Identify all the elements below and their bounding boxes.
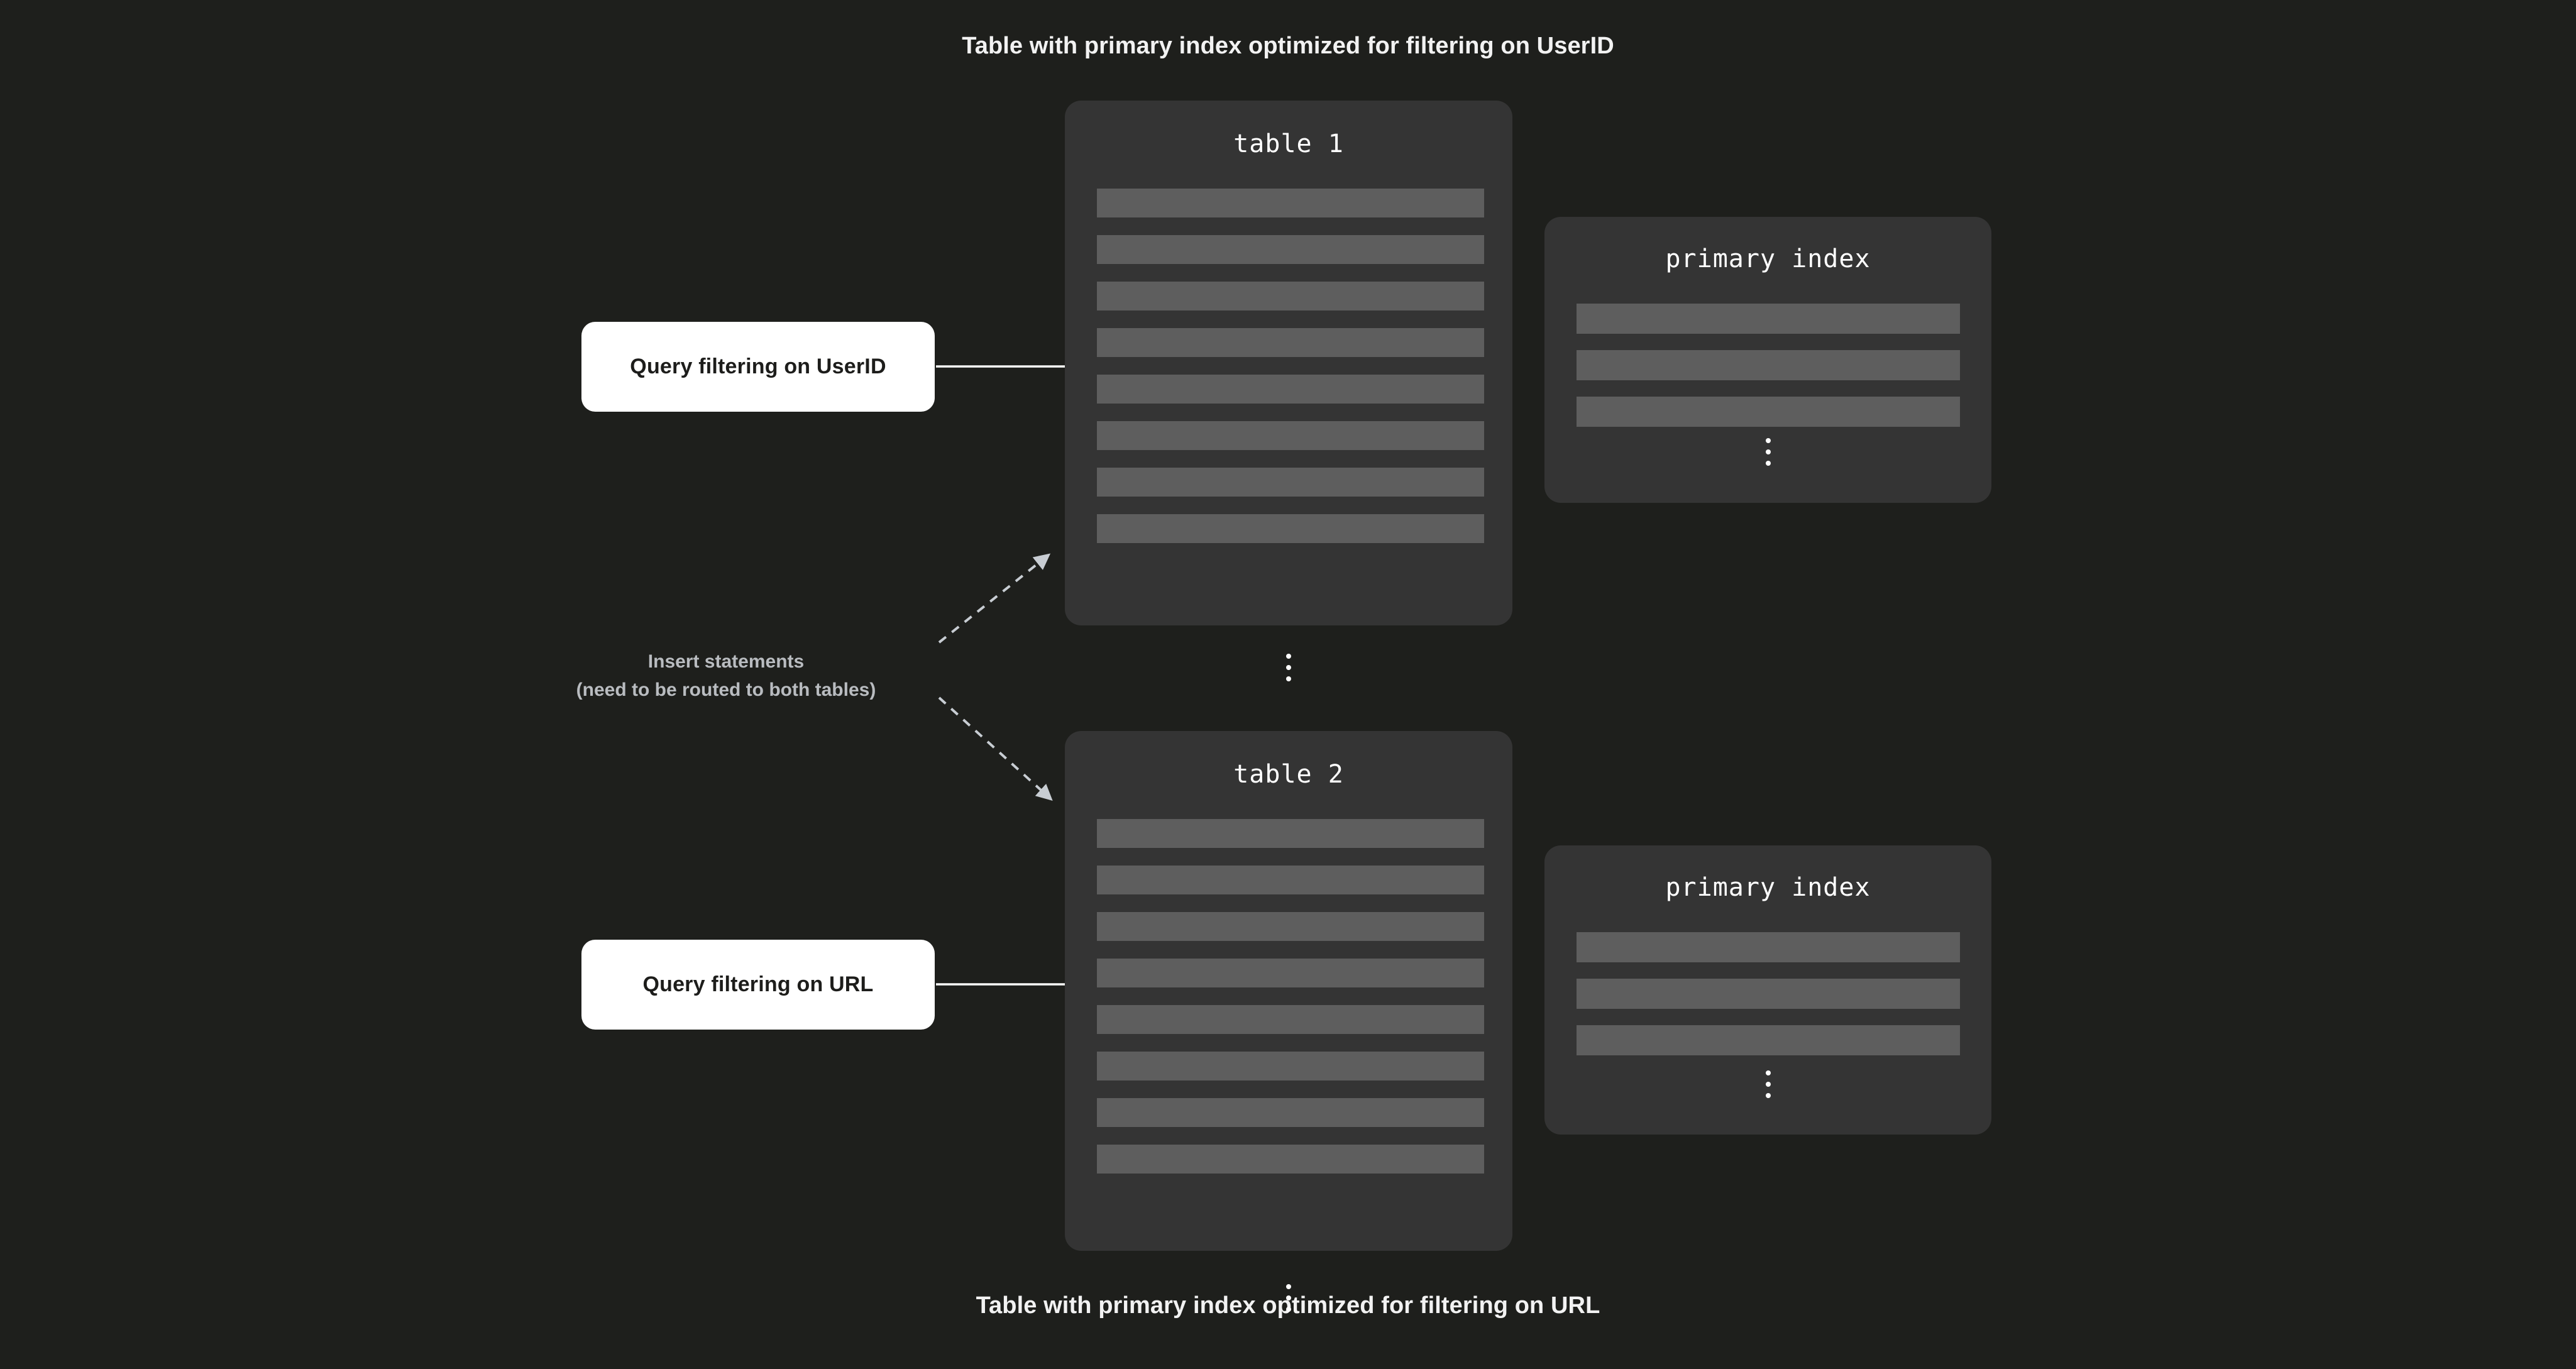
insert-statements-note: Insert statements (need to be routed to … xyxy=(531,647,921,704)
table-row xyxy=(1097,866,1484,894)
table-row xyxy=(1097,421,1484,450)
table-row xyxy=(1097,959,1484,987)
index-row xyxy=(1577,350,1960,380)
primary-index-1-rows xyxy=(1577,304,1960,427)
index-row xyxy=(1577,979,1960,1009)
table-row xyxy=(1097,1052,1484,1080)
table-row xyxy=(1097,282,1484,311)
table-card-2[interactable]: table 2 xyxy=(1065,731,1512,1312)
table-row xyxy=(1097,514,1484,543)
table-row xyxy=(1097,189,1484,217)
vertical-ellipsis-icon xyxy=(1065,654,1512,681)
arrow-insert-to-table-2 xyxy=(938,696,1053,801)
vertical-ellipsis-icon xyxy=(1544,438,1991,466)
index-row xyxy=(1577,932,1960,962)
primary-index-2-rows xyxy=(1577,932,1960,1055)
primary-index-card-1[interactable]: primary index xyxy=(1544,217,1991,503)
table-row xyxy=(1097,375,1484,404)
table-2-title: table 2 xyxy=(1233,760,1344,789)
index-row xyxy=(1577,1025,1960,1055)
table-1-rows xyxy=(1097,189,1484,543)
arrow-insert-to-table-1 xyxy=(938,553,1051,644)
table-row xyxy=(1097,468,1484,497)
insert-note-line-2: (need to be routed to both tables) xyxy=(576,679,876,700)
query-box-url[interactable]: Query filtering on URL xyxy=(581,940,935,1030)
query-box-userid-label: Query filtering on UserID xyxy=(630,355,886,378)
table-row xyxy=(1097,1098,1484,1127)
vertical-ellipsis-icon xyxy=(1065,1284,1512,1312)
insert-note-line-1: Insert statements xyxy=(647,651,805,672)
primary-index-2-title: primary index xyxy=(1665,873,1871,902)
index-row xyxy=(1577,304,1960,334)
table-2-rows xyxy=(1097,819,1484,1174)
query-box-url-label: Query filtering on URL xyxy=(642,972,874,996)
table-card-1[interactable]: table 1 xyxy=(1065,101,1512,681)
index-row xyxy=(1577,397,1960,427)
table-row xyxy=(1097,1145,1484,1174)
table-row xyxy=(1097,1005,1484,1034)
diagram-title-top: Table with primary index optimized for f… xyxy=(962,33,1614,59)
table-row xyxy=(1097,328,1484,357)
primary-index-1-title: primary index xyxy=(1665,245,1871,273)
vertical-ellipsis-icon xyxy=(1544,1070,1991,1098)
table-row xyxy=(1097,819,1484,848)
query-box-userid[interactable]: Query filtering on UserID xyxy=(581,322,935,412)
table-1-title: table 1 xyxy=(1233,129,1344,158)
primary-index-card-2[interactable]: primary index xyxy=(1544,845,1991,1135)
table-row xyxy=(1097,235,1484,264)
table-row xyxy=(1097,912,1484,941)
